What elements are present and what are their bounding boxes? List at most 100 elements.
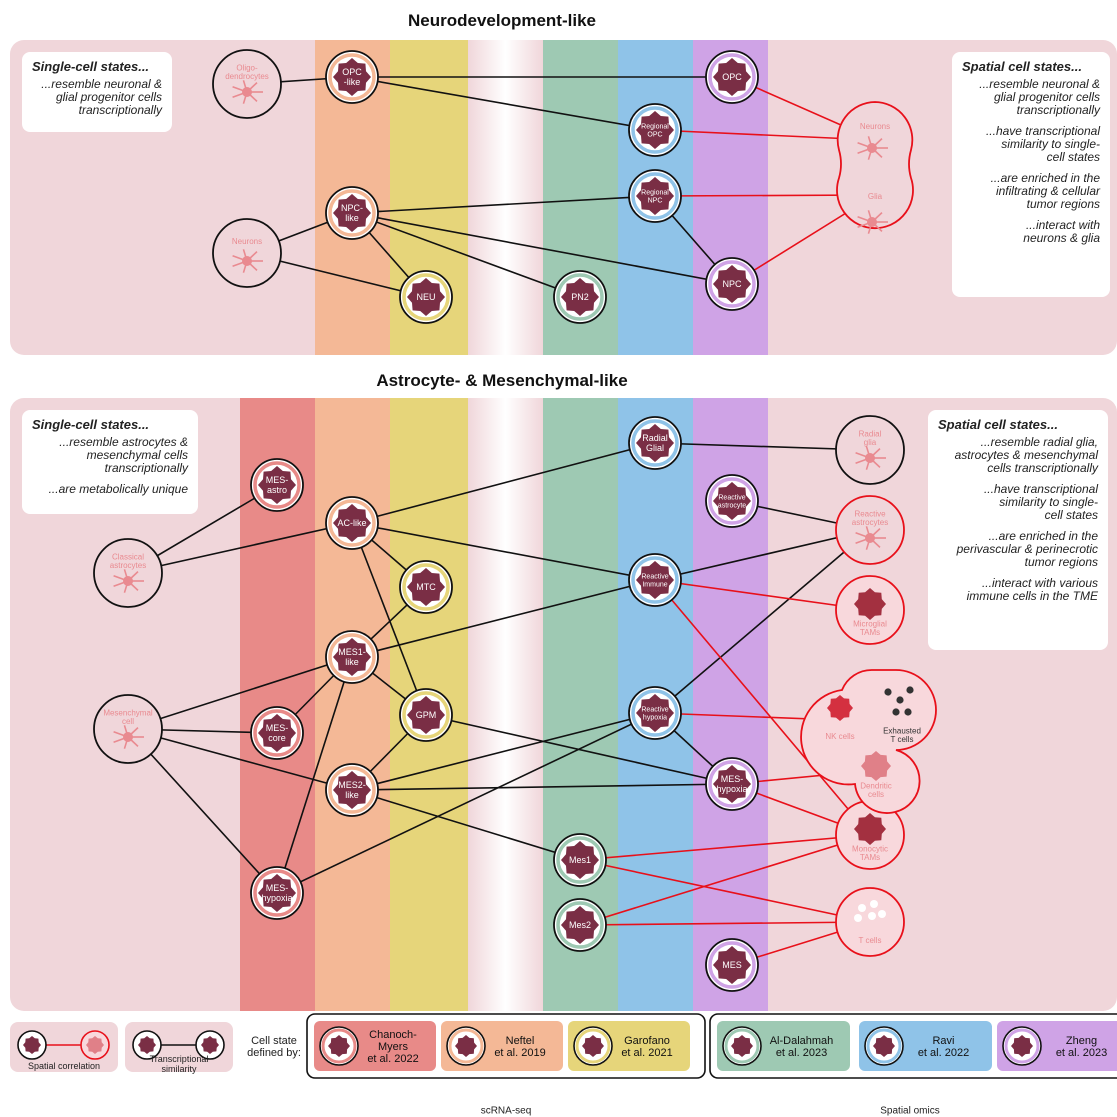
top-left-info-box: Single-cell states... ...resemble neuron… [22,52,172,132]
cell-icon [333,771,371,809]
bottom-section-title: Astrocyte- & Mesenchymal-like [376,371,627,390]
cell-icon [258,874,296,912]
cell-icon [333,58,371,96]
cell-state-label: PN2 [571,292,589,302]
node-ac-like: AC-like [325,496,379,550]
node-npc-like: NPC-like [325,186,379,240]
node-mtc: MTC [399,560,453,614]
node-npc: NPC [705,257,759,311]
cell-state-label: MES-astro [266,475,289,495]
bottom-right-line-2: ...have transcriptional similarity to si… [983,482,1098,522]
immune-cell-icon [854,813,886,845]
source-band [315,398,390,1011]
reference-cell-label: Oligo-dendrocytes [225,63,269,81]
cell-icon [636,424,674,462]
cell-icon [713,946,751,984]
cell-state-label: MES2-like [338,780,366,800]
cell-icon [713,265,751,303]
bottom-left-info-box: Single-cell states... ...resemble astroc… [22,410,198,514]
bottom-right-line-1: ...resemble radial glia, astrocytes & me… [954,435,1098,475]
cell-state-label: OPC [722,72,742,82]
cell-icon [561,278,599,316]
transcriptional-similarity-edge [127,522,353,574]
transcriptional-similarity-edge [127,728,278,894]
cell-state-label: NPC-like [341,203,363,223]
cell-icon [713,58,751,96]
spatial-correlation-edge [579,921,871,926]
node-neurons-left: Neurons [212,218,282,288]
transcriptional-similarity-edge [351,783,733,791]
cell-state-label: AC-like [337,518,366,528]
spatial-correlation-edge [579,834,871,861]
node-oligo: Oligo-dendrocytes [212,49,282,119]
bottom-right-heading: Spatial cell states... [938,417,1058,432]
node-mes2: Mes2 [553,898,607,952]
bottom-left-line-2: ...are metabolically unique [48,482,188,496]
node-opc: OPC [705,50,759,104]
transcriptional-similarity-edge [351,212,581,298]
transcriptional-similarity-edge [351,195,656,214]
bottom-right-line-4: ...interact with various immune cells in… [966,576,1098,603]
node-gpm: GPM [399,688,453,742]
cell-icon [258,714,296,752]
bottom-right-line-3: ...are enriched in the perivascular & pe… [956,529,1098,569]
transcriptional-similarity-edge [351,579,656,658]
top-right-line-2: ...have transcriptional similarity to si… [985,124,1100,164]
node-pn2: PN2 [553,270,607,324]
reference-cell-label: Neurons [232,237,262,246]
legend-scrna-frame [306,1013,706,1079]
node-mes: MES [705,938,759,992]
legend-spatial-label: Spatial correlation [28,1061,100,1071]
cell-icon [636,694,674,732]
transcriptional-similarity-edge [654,529,871,581]
immune-cell-icon [854,588,886,620]
cell-icon [561,841,599,879]
transcriptional-similarity-edge [276,712,656,894]
transcriptional-similarity-edge [351,76,656,131]
transcriptional-similarity-edge [351,442,656,524]
node-mes1: Mes1 [553,833,607,887]
transcriptional-similarity-edge [351,789,581,861]
bottom-left-heading: Single-cell states... [32,417,150,432]
spatial-correlation-edge [654,579,871,836]
cell-state-label: NEU [416,292,435,302]
bottom-right-info-box: Spatial cell states... ...resemble radia… [928,410,1108,650]
cell-icon [636,111,674,149]
node-neu: NEU [399,270,453,324]
transcriptional-similarity-edge [351,522,427,716]
glia-label: Glia [868,192,883,201]
node-mes-core: MES-core [250,706,304,760]
cell-state-label: GPM [416,710,437,720]
cell-state-label: MES-core [266,723,289,743]
cell-icon [713,482,751,520]
